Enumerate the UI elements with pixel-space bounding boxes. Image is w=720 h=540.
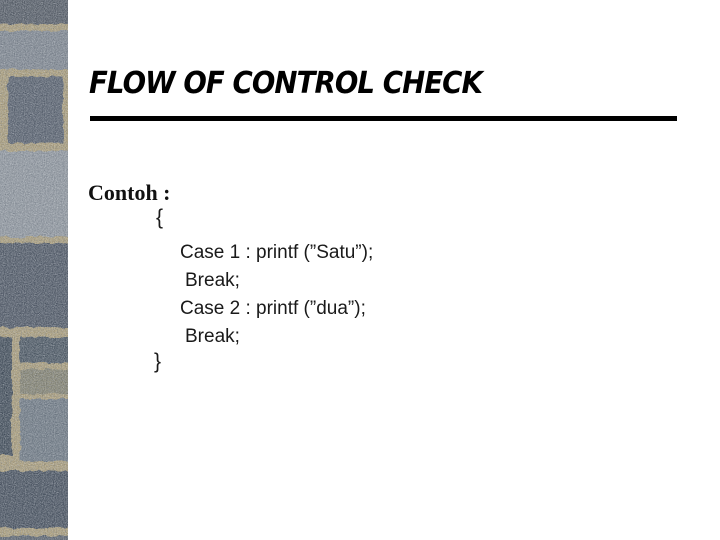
slide-title: FLOW OF CONTROL CHECK (89, 66, 483, 101)
slide-body: Contoh : { Case 1 : printf (”Satu”); Bre… (88, 176, 568, 406)
code-line-close-brace: } (154, 350, 162, 373)
title-underline (90, 116, 677, 121)
code-line-case-2: Case 2 : printf (”dua”); (180, 298, 366, 319)
body-label: Contoh : (88, 180, 171, 205)
code-line-open-brace: { (156, 206, 164, 229)
stone-wall-texture (0, 0, 68, 540)
code-line-break-1: Break; (185, 270, 240, 291)
code-line-break-2: Break; (185, 326, 240, 347)
code-line-case-1: Case 1 : printf (”Satu”); (180, 242, 374, 263)
stone-wall-image (0, 0, 68, 540)
